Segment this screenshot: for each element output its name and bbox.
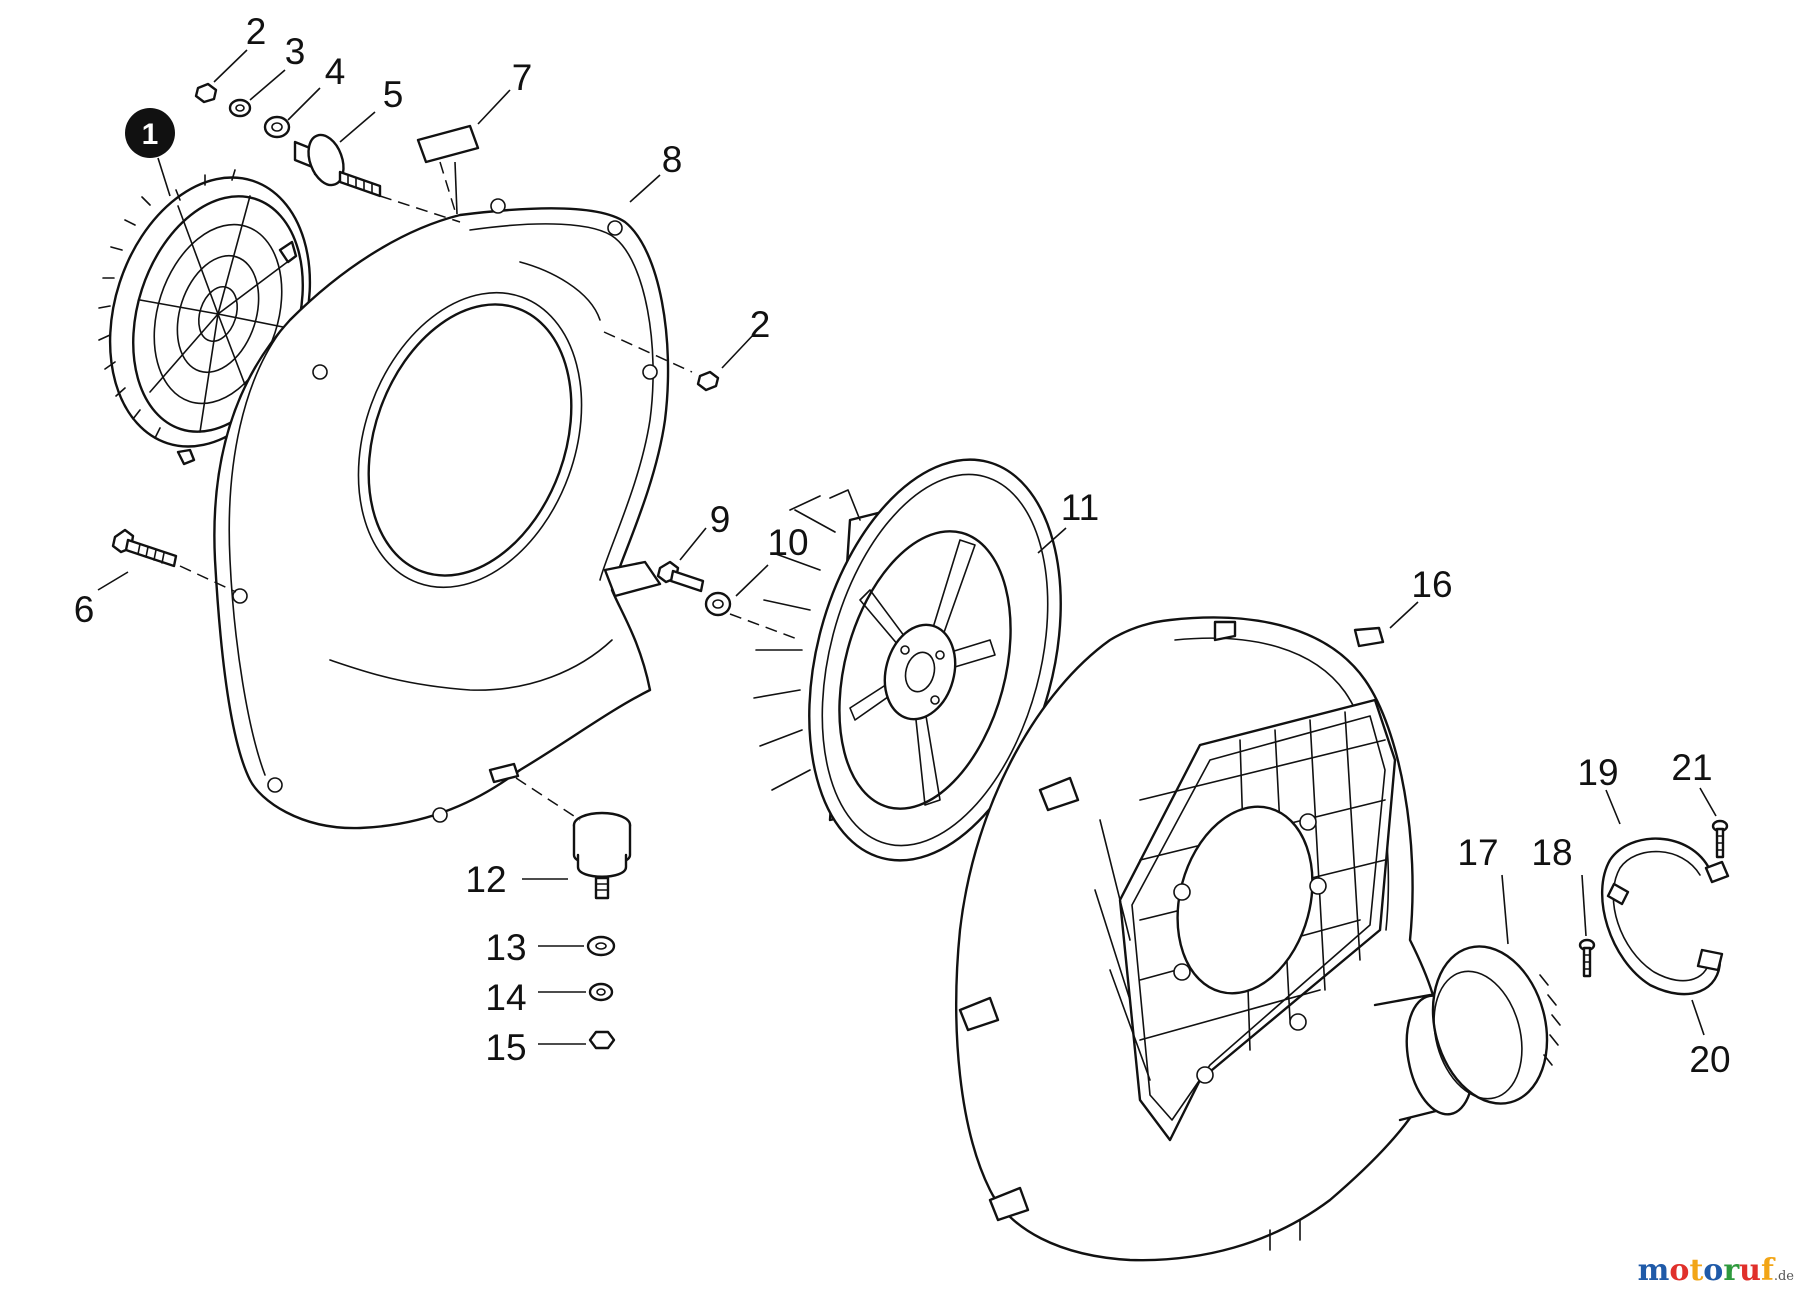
washer-10 <box>704 591 732 617</box>
bolt-6 <box>111 528 178 568</box>
callout-14: 14 <box>485 977 526 1018</box>
nut-2-side <box>696 370 720 392</box>
callout-11: 11 <box>1061 487 1099 528</box>
watermark-logo: motoruf.de <box>1638 1253 1794 1288</box>
front-housing <box>213 198 670 830</box>
svg-text:1: 1 <box>142 118 159 151</box>
nut-15 <box>588 1030 616 1050</box>
washer-4 <box>263 115 291 139</box>
screw-21 <box>1711 819 1729 859</box>
callout-15: 15 <box>485 1027 526 1068</box>
callout-7: 7 <box>512 57 533 98</box>
callout-3: 3 <box>285 31 306 72</box>
callout-19: 19 <box>1577 752 1618 793</box>
callout-18: 18 <box>1531 832 1572 873</box>
washer-13 <box>586 935 616 957</box>
fan-impeller <box>753 458 1062 862</box>
callout-labels: 2 3 4 5 7 8 2 6 9 10 11 16 12 13 14 15 1… <box>74 11 1731 1080</box>
callout-9: 9 <box>710 499 731 540</box>
assembly-lines <box>179 161 801 821</box>
callout-16: 16 <box>1411 564 1452 605</box>
callout-21: 21 <box>1671 747 1712 788</box>
collar-17 <box>1431 945 1561 1105</box>
callout-2-side: 2 <box>750 304 771 345</box>
watermark-text: motoruf <box>1637 1253 1774 1288</box>
callout-1: 1 <box>125 108 175 197</box>
callout-12: 12 <box>465 859 506 900</box>
leader-lines <box>97 49 1717 1045</box>
watermark-suffix: .de <box>1773 1269 1794 1284</box>
callout-2: 2 <box>246 11 267 52</box>
mount-5 <box>293 133 382 198</box>
clamp-19-20 <box>1601 837 1730 996</box>
label-plate-7 <box>416 124 480 164</box>
screw-18 <box>1578 938 1596 978</box>
rubber-foot-12 <box>572 811 632 900</box>
callout-5: 5 <box>383 74 404 115</box>
callout-17: 17 <box>1457 832 1498 873</box>
callout-4: 4 <box>325 51 346 92</box>
bolt-9 <box>656 560 705 593</box>
callout-8: 8 <box>662 139 683 180</box>
rear-housing <box>955 616 1475 1262</box>
washer-3 <box>228 98 252 118</box>
lock-washer-14 <box>588 982 614 1002</box>
nut-2-top <box>194 82 218 104</box>
callout-10: 10 <box>767 522 808 563</box>
callout-20: 20 <box>1689 1039 1730 1080</box>
callout-13: 13 <box>485 927 526 968</box>
callout-6: 6 <box>74 589 95 630</box>
